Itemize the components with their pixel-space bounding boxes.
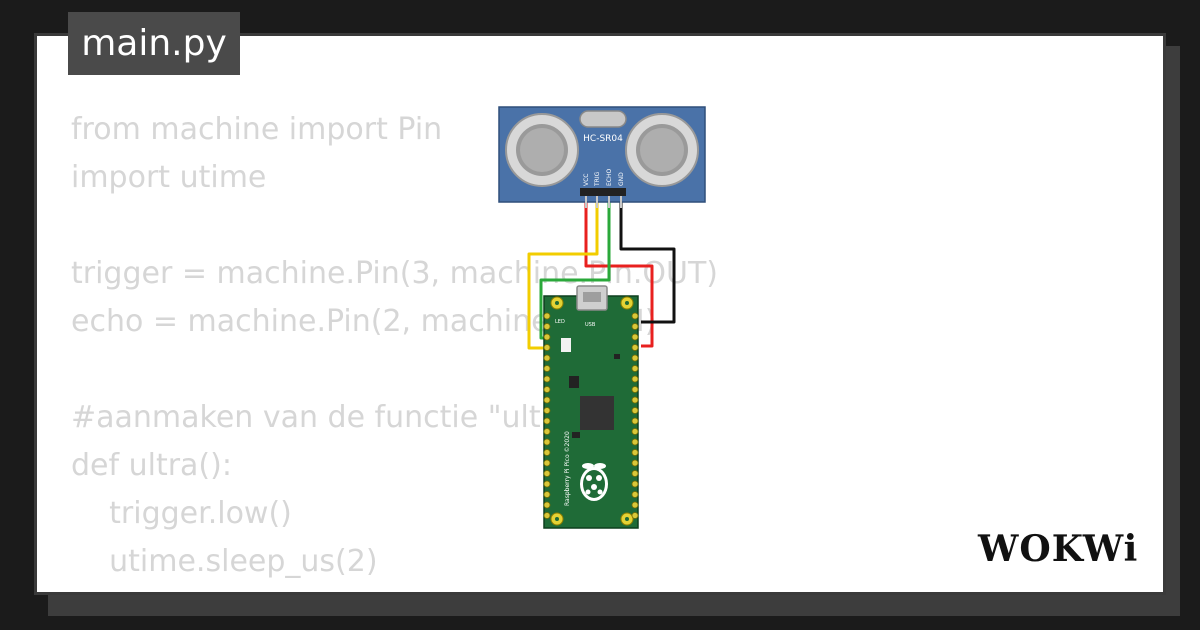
code-line: def ultra(): <box>71 448 232 483</box>
pico-pin <box>631 501 639 509</box>
pico-pin <box>631 354 639 362</box>
pico-pins-right <box>631 312 639 519</box>
sensor-pin-trig: TRIG <box>594 171 601 187</box>
pico-pin <box>543 333 551 341</box>
code-line: import utime <box>71 160 267 195</box>
pico-pin <box>543 438 551 446</box>
code-line: utime.sleep_us(2) <box>71 544 378 579</box>
pico-pin <box>543 449 551 456</box>
pico-pin <box>543 344 551 351</box>
pico-pin <box>631 344 639 351</box>
wokwi-logo: WOKWi <box>978 528 1139 570</box>
pico-pin <box>543 480 551 488</box>
flash-chip-icon <box>569 376 579 388</box>
pico-pin <box>631 333 639 341</box>
rp2040-chip-icon <box>580 396 614 430</box>
pico-pin <box>543 323 551 330</box>
pico-pin <box>631 449 639 456</box>
sensor-transducer-left <box>505 113 579 187</box>
pico-pin <box>543 501 551 509</box>
pico-pin <box>543 354 551 362</box>
pico-pin <box>543 375 551 383</box>
bootsel-button-icon <box>561 338 571 352</box>
pico-pin <box>631 312 639 320</box>
vcc-wire <box>584 196 654 348</box>
pico-pin <box>543 470 551 477</box>
sensor-pin-vcc: VCC <box>583 174 590 186</box>
sensor-label: HC-SR04 <box>583 134 623 144</box>
trig-wire <box>527 196 599 350</box>
pico-pin <box>631 512 639 519</box>
pico-label: Raspberry Pi Pico ©2020 <box>564 431 571 506</box>
mounting-hole-centers <box>555 301 629 521</box>
sensor-header <box>580 188 626 196</box>
raspberry-pi-pico[interactable]: LED USB Raspberry Pi Pico ©2020 <box>543 285 639 529</box>
pico-pin <box>543 417 551 425</box>
pico-pin <box>543 491 551 498</box>
editor-preview-card: from machine import Pin import utime trigg… <box>34 33 1166 595</box>
sensor-pin-echo: ECHO <box>606 169 613 186</box>
pico-pin <box>631 386 639 393</box>
led-label: LED <box>555 319 565 325</box>
pico-pin <box>543 512 551 519</box>
code-line: from machine import Pin <box>71 112 443 147</box>
raspberry-logo-icon <box>580 463 608 501</box>
file-tab[interactable]: main.py <box>68 12 240 75</box>
pico-pin <box>631 480 639 488</box>
ultrasonic-sensor[interactable]: HC-SR04 VCC TRIG ECHO GND <box>498 106 706 208</box>
pico-pin <box>631 470 639 477</box>
pico-pin <box>631 396 639 404</box>
pico-pin <box>543 428 551 435</box>
pico-pin <box>543 407 551 414</box>
pico-pin <box>631 491 639 498</box>
pico-pin <box>543 365 551 372</box>
pico-pin <box>631 375 639 383</box>
circuit-diagram: HC-SR04 VCC TRIG ECHO GND LED USB <box>498 106 706 529</box>
sensor-pin-gnd: GND <box>618 172 625 186</box>
sensor-transducer-right <box>625 113 699 187</box>
pico-pin <box>631 428 639 435</box>
pico-pin <box>631 365 639 372</box>
pico-pin <box>543 396 551 404</box>
usb-label: USB <box>585 322 596 328</box>
pico-pin <box>631 459 639 467</box>
sensor-pin-leads <box>585 196 622 208</box>
pico-pins-left <box>543 312 551 519</box>
gnd-wire <box>619 196 676 324</box>
pico-pin <box>631 407 639 414</box>
pico-pin <box>631 417 639 425</box>
pico-pin <box>631 438 639 446</box>
sensor-crystal <box>579 110 627 128</box>
pico-pin <box>543 312 551 320</box>
pico-pin <box>543 386 551 393</box>
code-line: trigger.low() <box>71 496 292 531</box>
pico-pin <box>543 459 551 467</box>
pico-pin <box>631 323 639 330</box>
